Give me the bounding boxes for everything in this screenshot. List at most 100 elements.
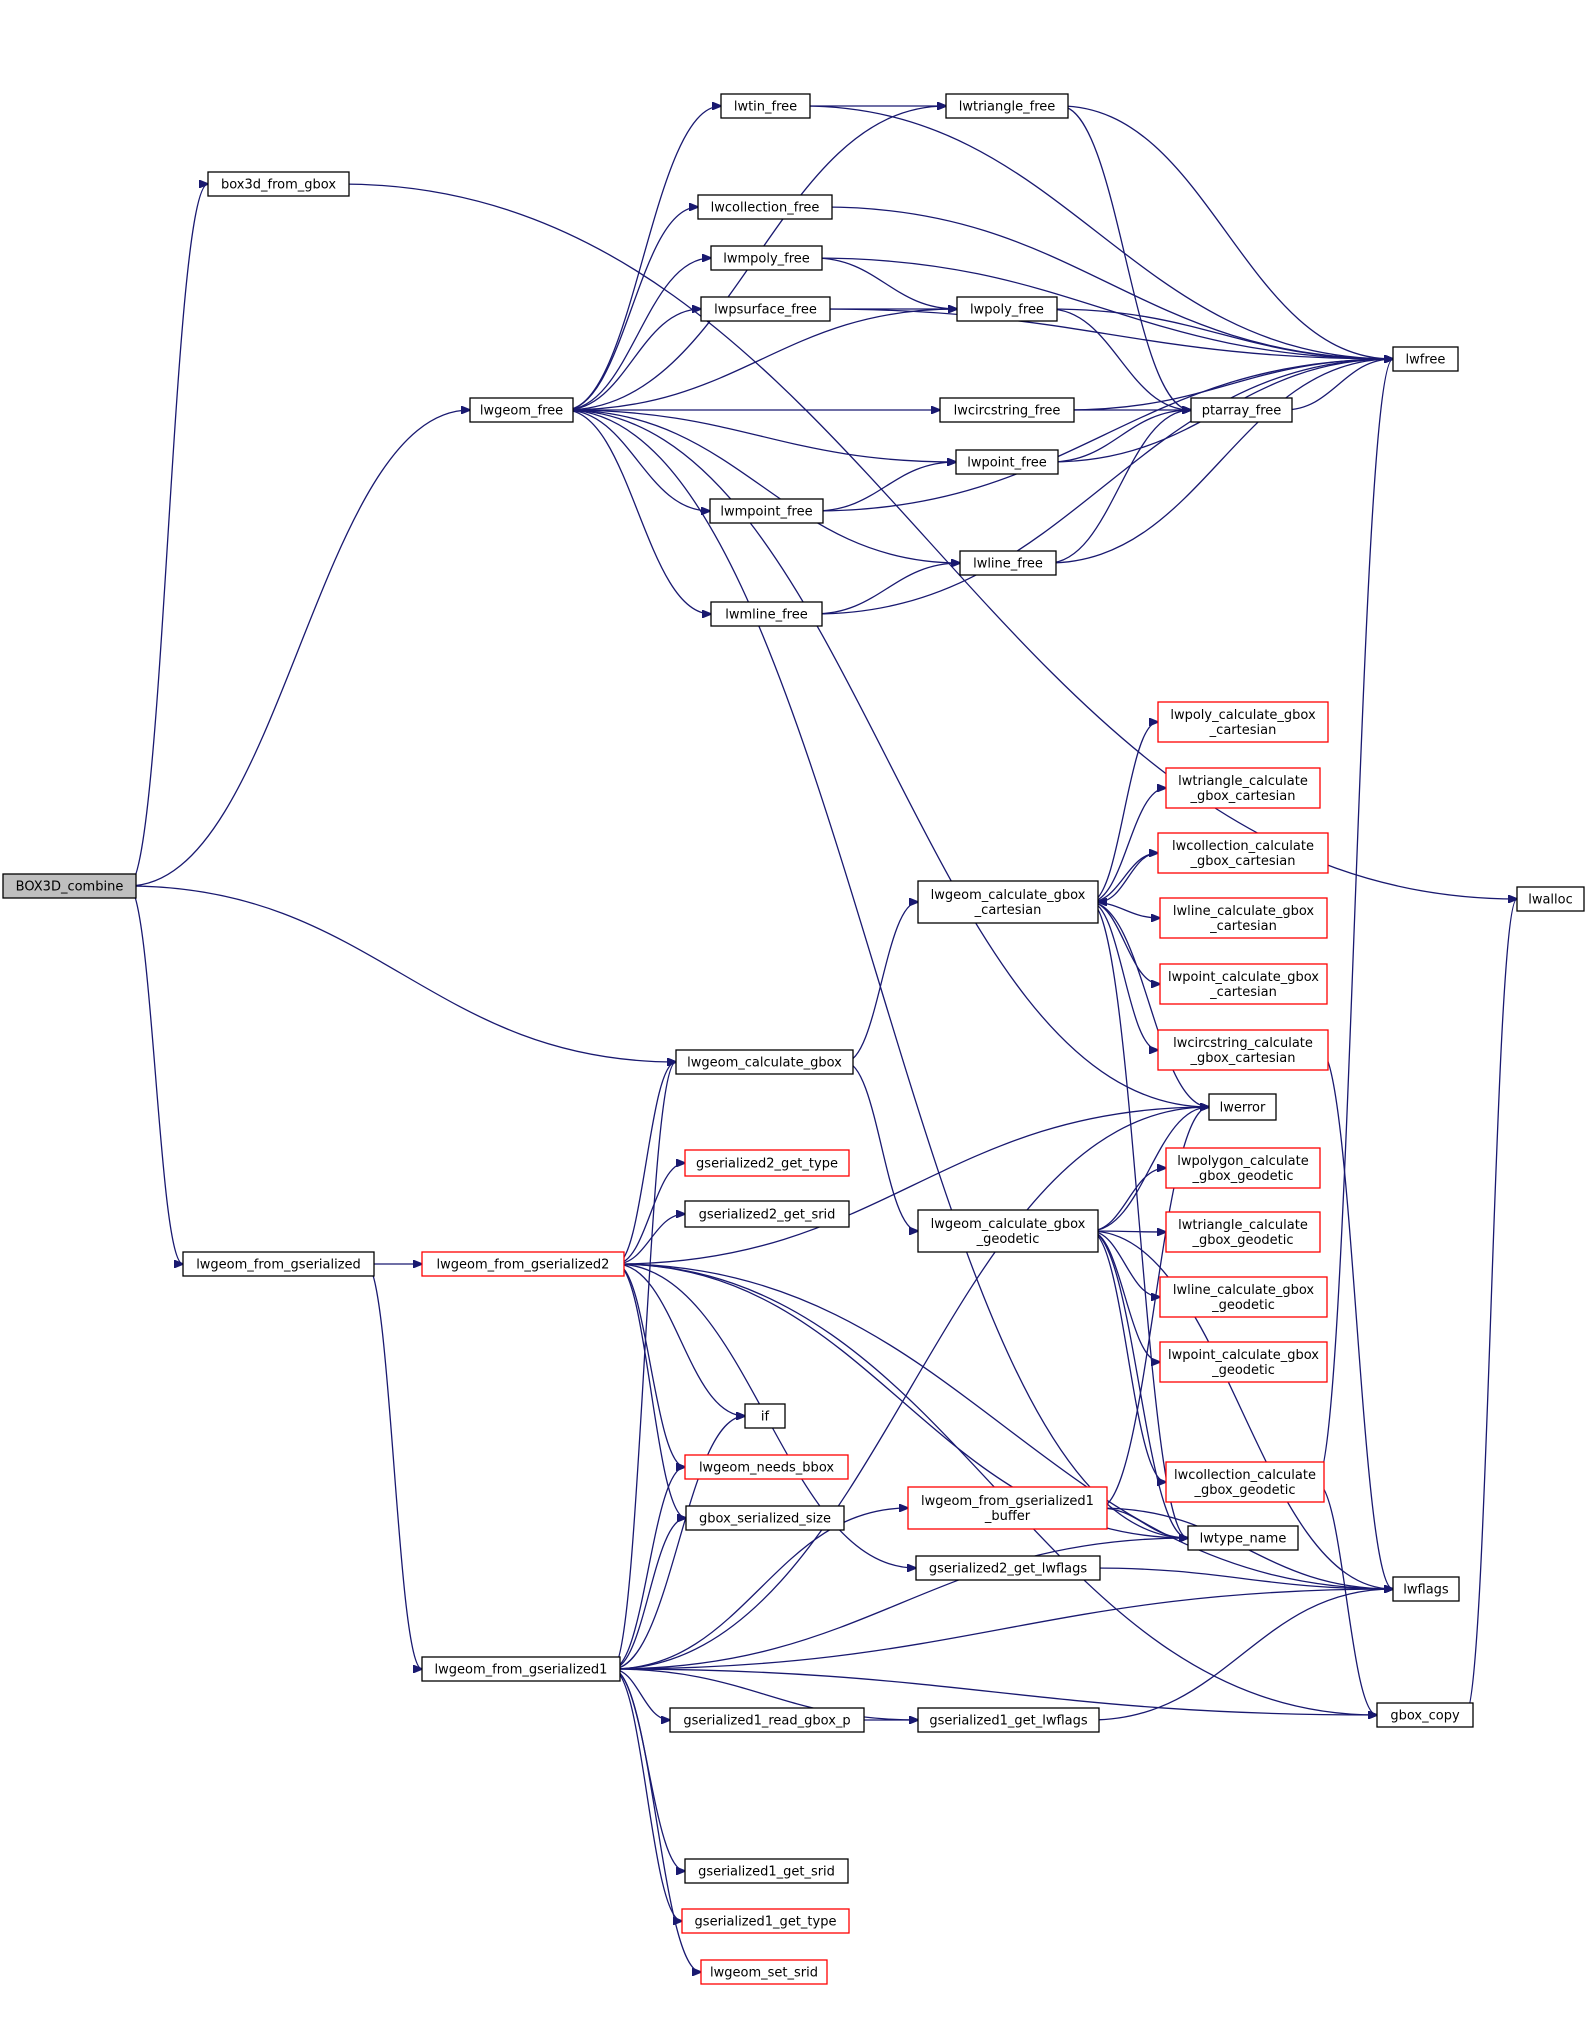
node-box3d-combine[interactable]: BOX3D_combine	[2, 873, 137, 899]
node-box	[182, 1251, 375, 1277]
edge-line	[1089, 1230, 1188, 1538]
node-lwcollection-free[interactable]: lwcollection_free	[697, 194, 833, 220]
node-lwtriangle-free[interactable]: lwtriangle_free	[945, 93, 1069, 119]
node-gbox-serialized-size[interactable]: gbox_serialized_size	[685, 1505, 845, 1531]
edge-line	[611, 1668, 918, 1720]
edge-lwgeom-from-gserialized1-to-lwgeom-set-srid	[611, 1668, 701, 1972]
node-label: lwmpoint_free	[720, 505, 812, 520]
node-label: _cartesian	[1209, 723, 1277, 738]
edge-lwgeom-free-to-lwpsurface-free	[564, 309, 701, 411]
edge-lwgeom-from-gserialized1-to-lwtype-name	[611, 1538, 1188, 1670]
node-label: _geodetic	[1211, 1363, 1275, 1378]
edge-lwgeom-calculate-gbox-cartesian-to-lwpoly-calculate-gbox-cartesian	[1089, 722, 1158, 903]
node-lwcircstring-calculate-gbox-cartesian[interactable]: lwcircstring_calculate_gbox_cartesian	[1157, 1029, 1329, 1071]
node-label: _geodetic	[1211, 1298, 1275, 1313]
node-box	[1208, 1093, 1277, 1121]
node-gserialized1-get-lwflags[interactable]: gserialized1_get_lwflags	[917, 1707, 1100, 1733]
node-lwgeom-calculate-gbox-cartesian[interactable]: lwgeom_calculate_gbox_cartesian	[917, 880, 1099, 924]
node-label: _geodetic	[976, 1232, 1040, 1247]
node-lwline-calculate-gbox-geodetic[interactable]: lwline_calculate_gbox_geodetic	[1159, 1276, 1328, 1318]
edge-ptarray-free-to-lwfree	[1283, 359, 1393, 411]
node-lwpoly-calculate-gbox-cartesian[interactable]: lwpoly_calculate_gbox_cartesian	[1157, 701, 1329, 743]
node-lwline-free[interactable]: lwline_free	[959, 550, 1057, 576]
node-lwmpoint-free[interactable]: lwmpoint_free	[709, 498, 824, 524]
node-lwtriangle-calculate-gbox-cartesian[interactable]: lwtriangle_calculate_gbox_cartesian	[1165, 767, 1321, 809]
node-lwgeom-calculate-gbox[interactable]: lwgeom_calculate_gbox	[675, 1049, 854, 1075]
node-lwtriangle-calculate-gbox-geodetic[interactable]: lwtriangle_calculate_gbox_geodetic	[1165, 1211, 1321, 1253]
node-lwtype-name[interactable]: lwtype_name	[1187, 1525, 1299, 1551]
node-box	[710, 245, 823, 271]
node-lwpoint-free[interactable]: lwpoint_free	[955, 449, 1059, 475]
node-lwgeom-from-gserialized[interactable]: lwgeom_from_gserialized	[182, 1251, 375, 1277]
node-lwpolygon-calculate-gbox-geodetic[interactable]: lwpolygon_calculate_gbox_geodetic	[1165, 1147, 1321, 1189]
node-lwgeom-from-gserialized2[interactable]: lwgeom_from_gserialized2	[421, 1251, 625, 1277]
node-lwmline-free[interactable]: lwmline_free	[710, 601, 823, 627]
node-label: _gbox_cartesian	[1190, 789, 1296, 804]
edge-lwgeom-calculate-gbox-geodetic-to-lwline-calculate-gbox-geodetic	[1089, 1230, 1160, 1297]
edge-lwgeom-from-gserialized2-to-lwgeom-needs-bbox	[615, 1263, 685, 1467]
edge-line	[611, 1589, 1393, 1670]
edge-lwgeom-calculate-gbox-to-lwgeom-calculate-gbox-cartesian	[844, 902, 918, 1063]
node-gserialized1-get-srid[interactable]: gserialized1_get_srid	[684, 1858, 849, 1884]
node-lwcircstring-free[interactable]: lwcircstring_free	[939, 397, 1075, 423]
node-lwgeom-from-gserialized1-buffer[interactable]: lwgeom_from_gserialized1_buffer	[907, 1486, 1108, 1530]
node-lwgeom-needs-bbox[interactable]: lwgeom_needs_bbox	[684, 1454, 849, 1480]
edge-box3d-combine-to-lwgeom-free	[127, 410, 470, 887]
edge-line	[1283, 359, 1393, 411]
node-lwerror[interactable]: lwerror	[1208, 1093, 1277, 1121]
node-ptarray-free[interactable]: ptarray_free	[1190, 397, 1293, 423]
node-lwline-calculate-gbox-cartesian[interactable]: lwline_calculate_gbox_cartesian	[1159, 897, 1328, 939]
edge-line	[1089, 1230, 1166, 1482]
edge-line	[1089, 901, 1158, 1050]
node-gbox-copy[interactable]: gbox_copy	[1376, 1702, 1474, 1728]
edge-line	[615, 1214, 685, 1265]
edge-line	[1319, 1049, 1393, 1589]
node-label: gserialized1_get_type	[695, 1915, 837, 1930]
node-gserialized2-get-lwflags[interactable]: gserialized2_get_lwflags	[915, 1555, 1101, 1581]
node-lwtin-free[interactable]: lwtin_free	[720, 93, 811, 119]
node-box	[917, 1707, 1100, 1733]
node-label: gserialized1_get_lwflags	[929, 1714, 1088, 1729]
node-label: gserialized2_get_type	[696, 1157, 838, 1172]
node-box	[700, 296, 831, 322]
edge-line	[1089, 1230, 1393, 1589]
edge-line	[564, 409, 711, 614]
node-lwpsurface-free[interactable]: lwpsurface_free	[700, 296, 831, 322]
edge-line	[1047, 410, 1191, 564]
node-lwmpoly-free[interactable]: lwmpoly_free	[710, 245, 823, 271]
edge-lwgeom-calculate-gbox-cartesian-to-lwcircstring-calculate-gbox-cartesian	[1089, 901, 1158, 1050]
node-label: _buffer	[984, 1509, 1031, 1524]
node-box	[675, 1049, 854, 1075]
node-gserialized1-read-gbox-p[interactable]: gserialized1_read_gbox_p	[669, 1707, 865, 1733]
node-gserialized2-get-type[interactable]: gserialized2_get_type	[684, 1149, 850, 1177]
node-label: _cartesian	[1209, 919, 1277, 934]
node-lwpoint-calculate-gbox-cartesian[interactable]: lwpoint_calculate_gbox_cartesian	[1159, 963, 1328, 1005]
edge-box3d-combine-to-box3d-from-gbox	[127, 184, 208, 887]
node-box	[697, 194, 833, 220]
node-lwfree[interactable]: lwfree	[1392, 346, 1459, 372]
node-lwgeom-from-gserialized1[interactable]: lwgeom_from_gserialized1	[421, 1656, 621, 1682]
node-lwgeom-calculate-gbox-geodetic[interactable]: lwgeom_calculate_gbox_geodetic	[917, 1209, 1099, 1253]
node-box3d-from-gbox[interactable]: box3d_from_gbox	[207, 171, 350, 197]
node-lwcollection-calculate-gbox-cartesian[interactable]: lwcollection_calculate_gbox_cartesian	[1157, 832, 1329, 874]
node-box	[720, 93, 811, 119]
node-lwpoly-free[interactable]: lwpoly_free	[956, 296, 1058, 322]
edge-line	[564, 258, 711, 411]
node-box	[1516, 886, 1585, 912]
node-if[interactable]: if	[744, 1403, 786, 1429]
node-lwalloc[interactable]: lwalloc	[1516, 886, 1585, 912]
node-lwpoint-calculate-gbox-geodetic[interactable]: lwpoint_calculate_gbox_geodetic	[1159, 1341, 1328, 1383]
node-box	[1187, 1525, 1299, 1551]
node-label: box3d_from_gbox	[221, 178, 336, 193]
edge-lwgeom-from-gserialized1-buffer-to-lwtype-name	[1098, 1507, 1188, 1538]
node-lwgeom-free[interactable]: lwgeom_free	[469, 397, 574, 423]
node-label: lwline_calculate_gbox	[1173, 904, 1315, 919]
node-gserialized2-get-srid[interactable]: gserialized2_get_srid	[684, 1200, 850, 1228]
node-gserialized1-get-type[interactable]: gserialized1_get_type	[681, 1908, 850, 1934]
node-label: BOX3D_combine	[16, 880, 124, 895]
edge-lwgeom-calculate-gbox-cartesian-to-lwerror	[1089, 901, 1209, 1107]
node-lwflags[interactable]: lwflags	[1392, 1576, 1460, 1602]
node-label: lwflags	[1403, 1583, 1449, 1598]
node-lwgeom-set-srid[interactable]: lwgeom_set_srid	[700, 1959, 828, 1985]
node-lwcollection-calculate-gbox-geodetic[interactable]: lwcollection_calculate_gbox_geodetic	[1165, 1461, 1325, 1503]
